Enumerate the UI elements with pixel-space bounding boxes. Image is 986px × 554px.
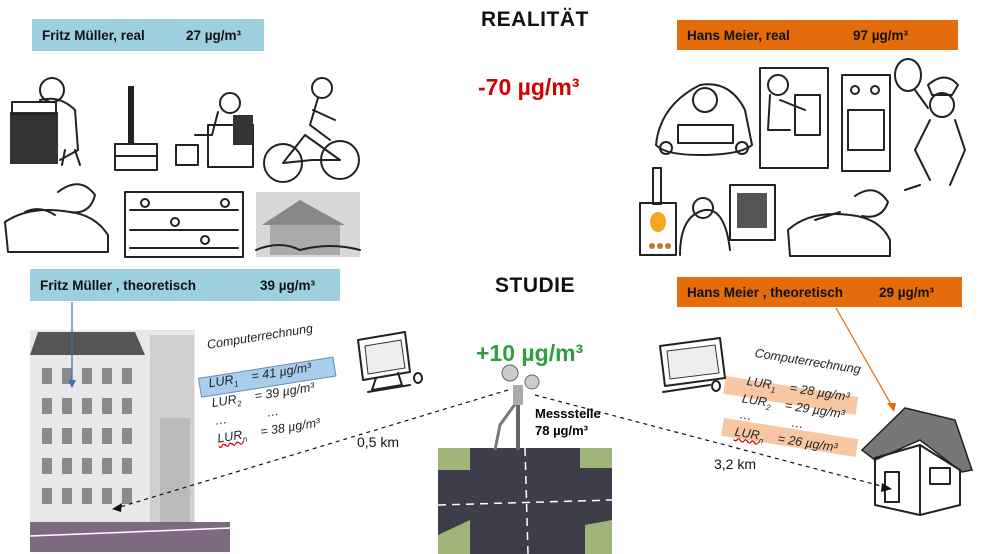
measuring-station-illustration <box>493 364 540 451</box>
distance-arrow-left <box>112 503 122 512</box>
cooking-man-illustration <box>10 77 81 166</box>
intersection-illustration <box>437 447 613 554</box>
calc-right-row-n: LURn= 26 µg/m³ <box>733 424 839 455</box>
fritz-real-label: Fritz Müller, real <box>42 27 145 43</box>
calc-right-title: Computerrechnung <box>753 346 862 377</box>
calc-left-block: Computerrechnung LUR1= 41 µg/m³ LUR2= 39… <box>198 321 348 456</box>
stove-illustration <box>841 74 891 172</box>
fritz-theory-label: Fritz Müller , theoretisch <box>40 277 197 293</box>
tv-illustration <box>114 86 158 171</box>
hans-real-box: Hans Meier, real 97 µg/m³ <box>677 20 958 50</box>
fritz-pointer-arrow <box>68 380 76 388</box>
distance-left: 0,5 km <box>357 434 400 450</box>
study-title: STUDIE <box>495 274 576 297</box>
reality-difference: -70 µg/m³ <box>478 74 580 100</box>
calc-right-rows: LUR1= 28 µg/m³ LUR2= 29 µg/m³ …… LURn= 2… <box>733 374 906 478</box>
hans-real-value: 97 µg/m³ <box>853 27 909 43</box>
calc-left-title: Computerrechnung <box>206 321 314 352</box>
woman-tv-illustration <box>679 184 776 256</box>
computer-left-icon <box>357 331 423 393</box>
fireplace-illustration <box>639 167 677 256</box>
fritz-theory-value: 39 µg/m³ <box>260 277 316 293</box>
station-value: 78 µg/m³ <box>535 423 589 438</box>
sleeping-man-illustration-2 <box>787 189 891 257</box>
fritz-theory-box: Fritz Müller , theoretisch 39 µg/m³ <box>30 269 340 301</box>
hans-real-label: Hans Meier, real <box>687 27 790 43</box>
garden-illustration <box>255 192 361 257</box>
distance-arrow-right <box>881 483 892 492</box>
bbq-man-illustration <box>759 67 829 169</box>
hans-theory-value: 29 µg/m³ <box>879 284 935 300</box>
car-driver-illustration <box>655 83 753 156</box>
computer-right-icon <box>659 337 726 393</box>
fritz-real-box: Fritz Müller, real 27 µg/m³ <box>32 19 264 51</box>
cyclist-illustration <box>263 77 360 183</box>
calc-right-block: Computerrechnung LUR1= 28 µg/m³ LUR2= 29… <box>721 346 878 464</box>
study-difference: +10 µg/m³ <box>476 340 584 366</box>
sleeping-man-illustration <box>4 183 109 253</box>
hans-theory-box: Hans Meier , theoretisch 29 µg/m³ <box>677 277 962 307</box>
armchair-man-illustration <box>175 92 254 168</box>
fritz-real-value: 27 µg/m³ <box>186 27 242 43</box>
hans-theory-label: Hans Meier , theoretisch <box>687 284 844 300</box>
chef-illustration <box>894 58 966 191</box>
reality-title: REALITÄT <box>481 8 589 31</box>
calc-left-rows: LUR1= 41 µg/m³ LUR2= 39 µg/m³ …… LURn= 3… <box>198 355 369 459</box>
station-label-block: Messstelle 78 µg/m³ <box>535 405 601 439</box>
office-illustration <box>124 191 244 258</box>
station-label: Messstelle <box>535 406 601 421</box>
